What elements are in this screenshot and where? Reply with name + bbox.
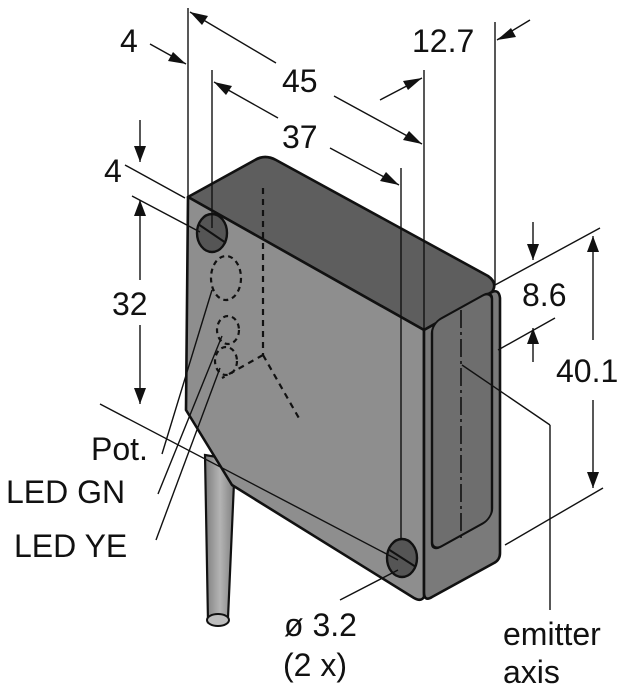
dim-40-1: 40.1 (556, 353, 618, 389)
mounting-hole-top (195, 212, 229, 254)
internal-dashed-lines (221, 188, 301, 421)
dim-32: 32 (112, 286, 148, 322)
pot-and-led-hidden-outlines (209, 254, 243, 377)
sensor-housing (184, 155, 502, 602)
mounting-hole-bottom (385, 537, 419, 579)
dim-12-7: 12.7 (412, 23, 474, 59)
label-emitter: emitter (503, 616, 601, 652)
dim-4-top: 4 (120, 23, 138, 59)
label-pot: Pot. (91, 431, 148, 467)
label-led-ye: LED YE (14, 528, 127, 564)
dimension-lines (99, 8, 604, 610)
callout-labels: Pot. LED GN LED YE ø 3.2 (2 x) emitter a… (6, 431, 601, 690)
label-axis: axis (503, 654, 560, 690)
dim-4-left: 4 (104, 153, 122, 189)
dim-8-6: 8.6 (522, 277, 566, 313)
housing-top-face (186, 155, 496, 332)
dim-45: 45 (282, 63, 318, 99)
label-hole-diameter: ø 3.2 (284, 607, 357, 643)
dim-37: 37 (282, 119, 318, 155)
lens-window (430, 292, 494, 550)
label-led-gn: LED GN (6, 474, 125, 510)
dimension-labels: 4 45 37 12.7 4 32 8.6 40.1 (104, 23, 618, 389)
label-hole-count: (2 x) (283, 647, 347, 683)
